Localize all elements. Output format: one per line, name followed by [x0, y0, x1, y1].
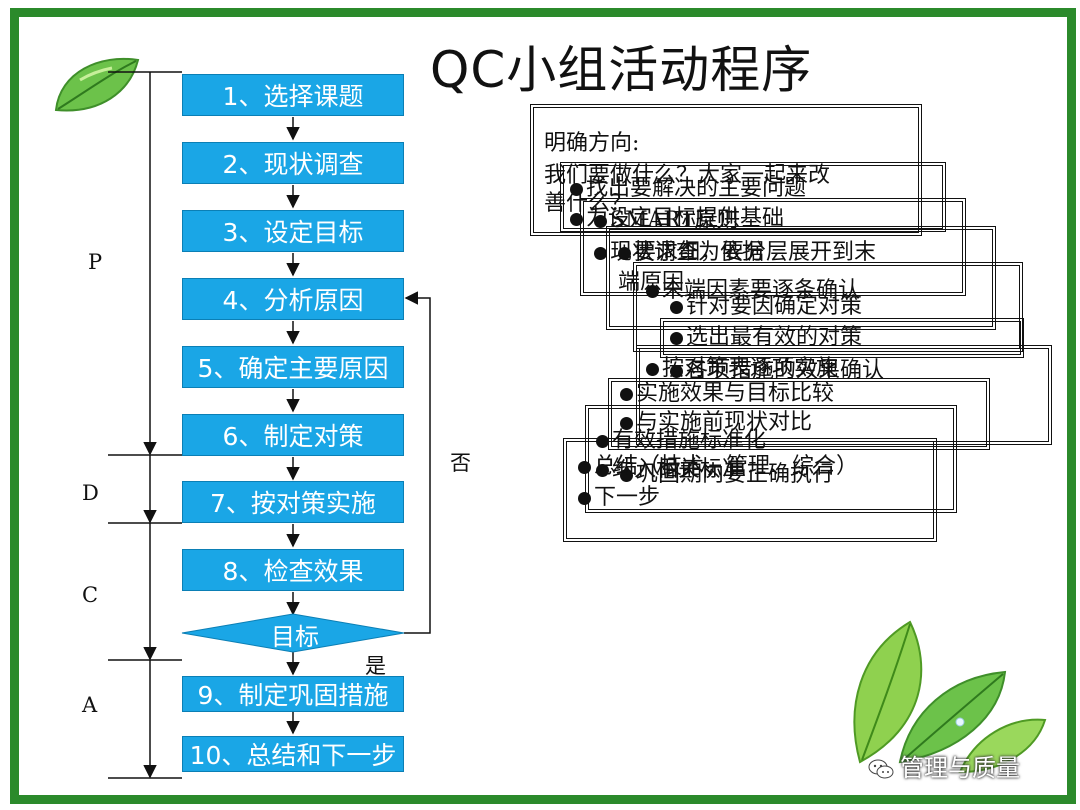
textbox-7-line-1: 按对策表逐项实施: [646, 350, 838, 382]
textbox-2-line-1: 找出要解决的主要问题: [570, 170, 806, 202]
textbox-8-line-1: 实施效果与目标比较: [620, 375, 834, 407]
step-implement: 7、按对策实施: [182, 481, 404, 523]
step-select-topic: 1、选择课题: [182, 74, 404, 116]
phase-d: D: [82, 481, 99, 505]
watermark: 管理与质量: [868, 748, 1020, 783]
step-countermeasure: 6、制定对策: [182, 414, 404, 456]
step-current-survey: 2、现状调查: [182, 142, 404, 184]
textbox-7-line-2: 各项措施的效果确认: [670, 352, 884, 384]
textbox-10-line-2: 下一步: [578, 479, 660, 511]
step-consolidate: 9、制定巩固措施: [182, 676, 404, 712]
textbox-6-line-1: 选出最有效的对策: [670, 319, 862, 351]
textbox-10-line-1: 总结（技术、管理、综合）: [578, 448, 858, 480]
textbox-1-line-2: 我们要做什么？大家一起来改: [544, 163, 831, 188]
yes-label: 是: [365, 654, 386, 678]
step-check-effect: 8、检查效果: [182, 549, 404, 591]
page-title: QC小组活动程序: [430, 41, 813, 99]
textbox-3-frame: [580, 198, 966, 296]
textbox-5-frame: [633, 262, 1023, 352]
textbox-8-line-2: 与实施前现状对比: [620, 404, 812, 436]
textbox-8-frame: [608, 378, 990, 450]
textbox-9-line-1: 有效措施标准化: [596, 422, 766, 454]
textbox-2-line-2: 为设定目标提供基础: [570, 200, 784, 232]
textbox-4-line-1: 要求细，要分层展开到末: [618, 234, 876, 266]
textbox-5-line-2: 针对要因确定对策: [670, 288, 862, 320]
decision-diamond: [181, 613, 405, 653]
textbox-9-line-2: 纳入相关标准: [596, 451, 744, 483]
wechat-icon: [868, 759, 894, 779]
step-analyze-cause: 4、分析原因: [182, 278, 404, 320]
textbox-5-line-1: 末端因素要逐条确认: [646, 272, 860, 304]
phase-p: P: [88, 250, 103, 274]
decision-label: 目标: [271, 623, 319, 651]
textbox-4-frame: [606, 226, 996, 330]
leaves-decoration: [853, 620, 1047, 774]
textbox-9-line-3: 巩固期内要正确执行: [620, 456, 834, 488]
step-summary: 10、总结和下一步: [182, 736, 404, 772]
textbox-1-line-3: 善什么？: [544, 191, 633, 216]
textbox-6-frame: [660, 318, 1024, 358]
textbox-7-frame: [636, 345, 1052, 445]
textbox-10-frame: [563, 438, 937, 542]
textbox-1-frame: [530, 104, 922, 236]
textbox-2-frame: [560, 162, 946, 232]
textbox-9-frame: [585, 405, 957, 513]
textbox-3-line-2: 现状调查为依据: [594, 234, 764, 266]
step-main-cause: 5、确定主要原因: [182, 346, 404, 388]
phase-c: C: [82, 583, 99, 607]
textbox-1-line-1: 明确方向:: [544, 131, 640, 156]
textbox-3-line-1: SMART原则: [594, 202, 738, 234]
step-set-target: 3、设定目标: [182, 210, 404, 252]
no-label: 否: [450, 451, 471, 475]
watermark-text: 管理与质量: [900, 754, 1020, 782]
phase-a: A: [82, 693, 98, 717]
